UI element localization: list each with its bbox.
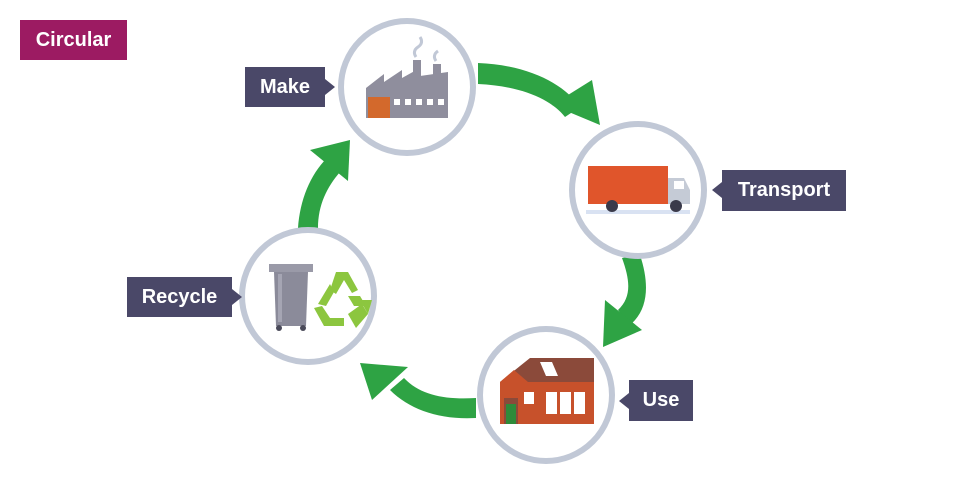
- arrow-recycle-to-make: [298, 140, 350, 228]
- make-pointer: [325, 79, 335, 95]
- label-pointers: [232, 79, 722, 409]
- label-use: Use: [629, 380, 693, 421]
- stage-use: [477, 326, 615, 464]
- label-recycle: Recycle: [127, 277, 232, 317]
- diagram-title: Circular: [20, 20, 127, 60]
- arrow-transport-to-use: [603, 255, 646, 347]
- factory-icon: [366, 36, 448, 118]
- stage-make: [338, 18, 476, 156]
- recycle-pointer: [232, 289, 242, 305]
- arrow-use-to-recycle: [360, 363, 476, 419]
- label-transport: Transport: [722, 170, 846, 211]
- cycle-arrows: [298, 63, 646, 419]
- recycle-circle: [239, 227, 377, 365]
- stage-recycle: [239, 227, 377, 365]
- truck-icon: [586, 166, 690, 214]
- recycle-bin-icon: [269, 264, 313, 331]
- recycle-symbol-icon: [314, 272, 372, 328]
- transport-pointer: [712, 182, 722, 198]
- use-pointer: [619, 393, 629, 409]
- arrow-make-to-transport: [478, 63, 600, 125]
- stage-transport: [569, 121, 707, 259]
- label-make: Make: [245, 67, 325, 107]
- house-icon: [500, 358, 594, 424]
